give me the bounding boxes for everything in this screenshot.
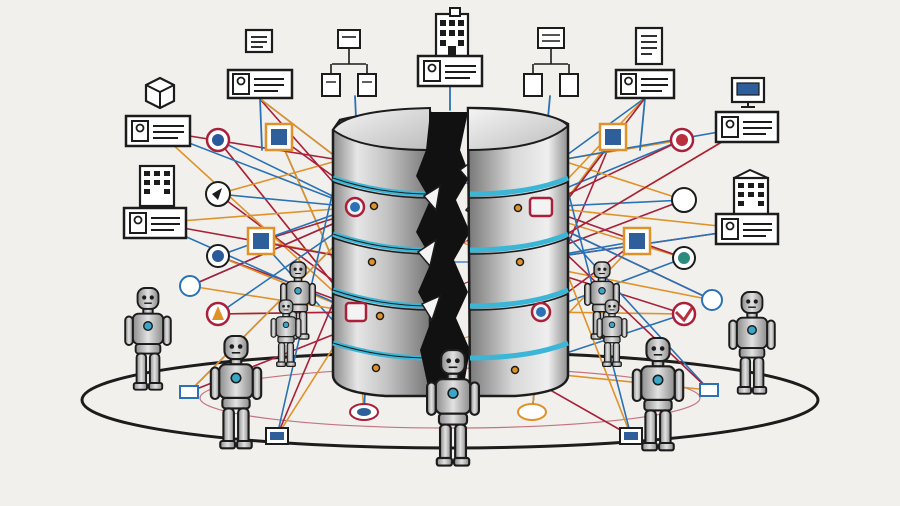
database-half-left: [331, 106, 432, 398]
profile-card-icon: [714, 110, 780, 144]
network-link: [547, 95, 551, 119]
badge-circle-icon: [701, 289, 723, 311]
cube-icon: [144, 76, 176, 110]
profile-card-icon: [124, 114, 192, 148]
badge-circle-icon: [179, 275, 201, 297]
network-link: [540, 206, 748, 230]
robots: [124, 261, 776, 467]
network-link: [559, 159, 685, 201]
network-link: [154, 222, 357, 313]
robot-figure: [425, 348, 481, 467]
network-link: [639, 97, 646, 151]
badge-square-icon: [598, 122, 628, 152]
document-icon: [634, 26, 664, 66]
badge-square-icon: [179, 385, 199, 399]
network-link: [354, 95, 357, 119]
badge-circle-icon: [671, 301, 697, 327]
network-link: [258, 97, 341, 161]
building-icon: [732, 168, 770, 218]
database-half-right: [466, 106, 570, 398]
profile-card-icon: [614, 68, 676, 100]
document-icon: [244, 28, 274, 54]
profile-card-icon: [226, 68, 294, 100]
monitor-icon: [730, 76, 766, 108]
robot-figure: [596, 299, 628, 367]
building-icon: [138, 164, 176, 208]
profile-card-icon: [122, 206, 188, 240]
robot-figure: [124, 287, 172, 391]
robot-figure: [270, 299, 302, 367]
network-link: [259, 97, 263, 151]
network-badges-right: [598, 122, 723, 445]
badge-square-icon: [622, 226, 652, 256]
profile-card-icon: [714, 212, 780, 246]
org-chart-icon: [523, 27, 579, 97]
robot-figure: [209, 334, 263, 450]
robot-figure: [631, 336, 685, 452]
badge-circle-icon: [671, 187, 697, 213]
badge-oval-icon: [517, 403, 547, 421]
profile-card-icon: [416, 54, 484, 88]
org-chart-icon: [321, 29, 377, 97]
robot-figure: [728, 291, 776, 395]
building-icon: [434, 7, 470, 60]
database: [331, 106, 570, 398]
badge-square-icon: [699, 383, 719, 397]
network-link: [157, 130, 357, 313]
database-split-crack: [416, 112, 470, 396]
network-badges: [179, 122, 547, 445]
